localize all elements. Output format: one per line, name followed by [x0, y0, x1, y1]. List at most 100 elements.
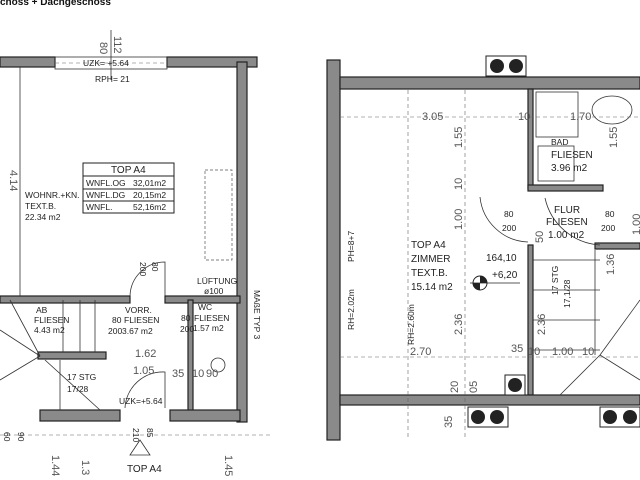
- sink: [591, 95, 633, 125]
- table-cell: 20,15m2: [133, 190, 166, 200]
- dim: 1.00: [631, 214, 640, 235]
- area-table: TOP A4 WNFL.OG 32,01m2 WNFL.DG 20,15m2 W…: [82, 162, 175, 214]
- dim: 200: [502, 223, 516, 233]
- wall: [594, 242, 640, 250]
- wall: [0, 56, 56, 68]
- dim: 1.45: [222, 455, 234, 476]
- dim: 200: [601, 223, 615, 233]
- room-floor: FLIESEN: [34, 315, 69, 325]
- toilet: [210, 357, 226, 373]
- ventilation-label: LÜFTUNG: [197, 276, 237, 286]
- entrance-marker: [129, 439, 151, 456]
- stairs: [0, 299, 101, 411]
- room-name: ZIMMER: [411, 254, 450, 265]
- room-floor: FLIESEN: [124, 315, 159, 325]
- ph-label: PH=8+7: [346, 231, 356, 262]
- drawing-title: choss + Dachgeschoss: [0, 0, 111, 8]
- room-floor: TEXT.B.: [25, 201, 56, 211]
- dim: 2.70: [410, 346, 431, 358]
- dim: 80: [112, 315, 122, 325]
- dim: 90: [206, 368, 218, 380]
- wall: [527, 244, 534, 396]
- room-floor: FLIESEN: [551, 150, 593, 161]
- entrance-label: TOP A4: [127, 464, 162, 475]
- bathtub: [535, 91, 579, 138]
- dim: 2.36: [453, 314, 465, 335]
- dim: 1.55: [608, 127, 620, 148]
- wall: [0, 295, 131, 304]
- wall: [37, 351, 107, 360]
- table-cell: WNFL.DG: [86, 190, 125, 200]
- dim: 10: [453, 178, 465, 190]
- uzk-label: UZK=+5.64: [119, 396, 163, 406]
- dim: 80: [150, 262, 160, 272]
- room-area: 3.96 m2: [551, 163, 588, 174]
- stair-count: 17 STG: [550, 266, 560, 295]
- room-name: WOHNR.+KN.: [25, 190, 80, 200]
- wall: [39, 409, 121, 422]
- dim: 210: [131, 428, 141, 442]
- stair-ratio: 17,1/28: [562, 279, 572, 308]
- stairs: [533, 250, 640, 396]
- dim: 200: [180, 324, 194, 334]
- door-swing: [124, 371, 166, 409]
- table-cell: 52,16m2: [133, 202, 166, 212]
- rh-label: RH=2.60m: [406, 304, 416, 345]
- dim: 80: [181, 313, 191, 323]
- stair-count: 17 STG: [67, 372, 96, 382]
- room-floor: FLIESEN: [546, 217, 588, 228]
- wall: [236, 61, 248, 423]
- rph-label: RPH= 21: [95, 74, 130, 84]
- right-floor-plan: 3.05 10 1.70 1.55 1.55 10 1.00 1.00 50 B…: [326, 55, 640, 441]
- dim: 35: [172, 368, 184, 380]
- dim: 1.62: [135, 348, 156, 360]
- dim: 1.70: [570, 111, 591, 123]
- table-cell: WNFL.OG: [86, 178, 126, 188]
- room-area: 1.57 m2: [193, 323, 224, 333]
- stair-ratio: 17/28: [67, 384, 89, 394]
- level-marker-icon: [470, 275, 520, 291]
- room-floor: FLIESEN: [194, 313, 229, 323]
- dim: 10: [518, 111, 530, 123]
- dim: 60: [2, 432, 12, 442]
- dim: 200: [108, 326, 122, 336]
- room-area: 15.14 m2: [411, 282, 453, 293]
- dim: 10: [192, 368, 204, 380]
- dim: 80: [605, 209, 615, 219]
- room-name: BAD: [551, 137, 568, 147]
- room-name: AB: [36, 305, 48, 315]
- dim: 1.05: [133, 365, 154, 377]
- dim: 05: [468, 381, 480, 393]
- door-swing: [479, 196, 529, 243]
- dim: 85: [145, 428, 155, 438]
- dim: 35: [511, 343, 523, 355]
- dim: 80: [97, 42, 109, 54]
- room-area: 4.43 m2: [34, 325, 65, 335]
- ventilation-size: ø100: [204, 286, 224, 296]
- dim: 10: [582, 346, 594, 358]
- room-area: 1.00 m2: [548, 230, 585, 241]
- vent-pipes: [467, 55, 640, 428]
- dim: 112: [111, 36, 123, 54]
- wall: [527, 184, 604, 192]
- table-cell: 32,01m2: [133, 178, 166, 188]
- dim: 80: [504, 209, 514, 219]
- wall: [339, 76, 640, 90]
- shower: [537, 145, 575, 182]
- room-name: WC: [198, 302, 212, 312]
- dim: 1.44: [49, 455, 61, 476]
- table-cell: WNFL.: [86, 202, 112, 212]
- dim: 1.55: [453, 127, 465, 148]
- dim: 20: [449, 381, 461, 393]
- room-top: TOP A4: [411, 240, 446, 251]
- wall: [527, 88, 534, 190]
- room-area: 22.34 m2: [25, 212, 61, 222]
- dim: 90: [16, 432, 26, 442]
- uzk-label: UZK= +5.64: [83, 58, 129, 68]
- wall: [339, 394, 640, 406]
- left-floor-plan: 80 112 UZK= +5.64 RPH= 21 TOP A4 WNFL.OG…: [0, 30, 270, 476]
- wall: [169, 409, 241, 422]
- room-name: FLUR: [554, 205, 580, 216]
- door-swing: [544, 197, 601, 246]
